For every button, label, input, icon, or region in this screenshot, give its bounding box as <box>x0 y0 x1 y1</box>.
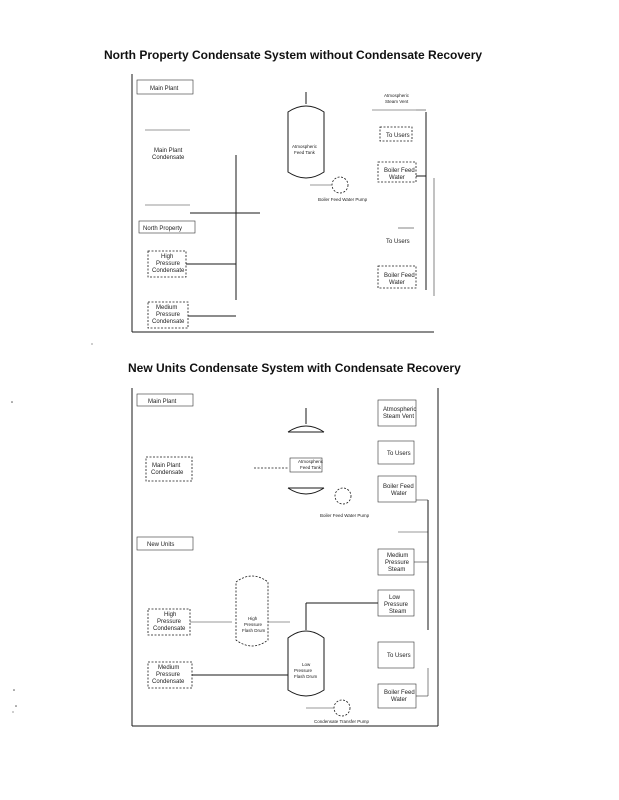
svg-text:High: High <box>161 254 173 260</box>
svg-text:Main Plant: Main Plant <box>148 399 177 405</box>
scan-artifacts <box>11 343 93 713</box>
d2-boiler-feed-water-1: Boiler Feed Water <box>377 475 417 503</box>
d1-pump: Boiler Feed Water Pump <box>310 176 368 202</box>
svg-text:To Users: To Users <box>387 653 411 659</box>
svg-text:Medium: Medium <box>156 305 177 311</box>
svg-text:Boiler Feed Water Pump: Boiler Feed Water Pump <box>320 513 370 518</box>
svg-text:To Users: To Users <box>387 451 411 457</box>
svg-text:Condensate Transfer Pump: Condensate Transfer Pump <box>314 719 370 724</box>
svg-text:Steam Vent: Steam Vent <box>383 414 414 420</box>
svg-text:High: High <box>164 612 176 618</box>
d2-high-pressure-condensate: High Pressure Condensate <box>147 608 232 636</box>
diagram1-title: North Property Condensate System without… <box>104 48 483 62</box>
svg-text:Atmospheric: Atmospheric <box>383 407 416 413</box>
svg-text:North Property: North Property <box>143 226 182 232</box>
svg-text:Boiler Feed: Boiler Feed <box>384 690 415 696</box>
svg-text:Water: Water <box>389 175 405 181</box>
d1-main-plant-condensate: Main Plant Condensate <box>145 129 260 214</box>
svg-text:Steam Vent: Steam Vent <box>385 99 409 104</box>
d2-pump-2: Condensate Transfer Pump <box>306 699 370 724</box>
svg-text:Pressure: Pressure <box>156 261 181 267</box>
svg-text:Pressure: Pressure <box>156 672 181 678</box>
d1-feed-tank: Atmospheric Feed Tank <box>287 92 325 179</box>
svg-text:High: High <box>248 616 258 621</box>
d1-boiler-feed-water-1: Boiler Feed Water <box>377 161 426 183</box>
svg-text:Condensate: Condensate <box>152 268 185 274</box>
d2-main-plant-condensate: Main Plant Condensate <box>145 456 288 482</box>
diagram1: Main Plant Main Plant Condensate North P… <box>131 74 435 333</box>
d2-main-plant-box: Main Plant <box>136 393 194 407</box>
svg-text:Pressure: Pressure <box>384 602 409 608</box>
svg-text:Steam: Steam <box>389 609 406 615</box>
svg-text:Pressure: Pressure <box>156 312 181 318</box>
svg-text:Atmospheric: Atmospheric <box>292 144 318 149</box>
svg-text:Water: Water <box>391 697 407 703</box>
svg-text:Condensate: Condensate <box>152 155 185 161</box>
d1-atmospheric-vent: Atmospheric Steam Vent <box>372 93 416 111</box>
svg-text:Atmospheric: Atmospheric <box>298 459 324 464</box>
d2-boiler-feed-water-2: Boiler Feed Water <box>377 668 429 709</box>
svg-text:Boiler Feed Water Pump: Boiler Feed Water Pump <box>318 197 368 202</box>
svg-text:Flash Drum: Flash Drum <box>294 674 318 679</box>
d2-new-units-box: New Units <box>136 536 194 551</box>
d1-main-plant-label: Main Plant <box>150 86 179 92</box>
svg-text:Boiler Feed: Boiler Feed <box>384 168 415 174</box>
svg-text:Low: Low <box>389 595 401 601</box>
svg-text:Main Plant: Main Plant <box>154 148 183 154</box>
d1-north-property-box: North Property <box>138 220 196 234</box>
d2-low-pressure-steam: Low Pressure Steam <box>305 589 415 630</box>
d1-high-pressure-condensate: High Pressure Condensate <box>147 250 236 278</box>
svg-text:Medium: Medium <box>158 665 179 671</box>
d2-feed-tank: Atmospheric Feed Tank <box>287 408 325 495</box>
svg-text:Pressure: Pressure <box>244 622 263 627</box>
svg-text:Flash Drum: Flash Drum <box>242 628 266 633</box>
svg-text:Steam: Steam <box>388 567 405 573</box>
svg-text:Main Plant: Main Plant <box>152 463 181 469</box>
d2-low-flash-drum: Low Pressure Flash Drum <box>287 630 325 697</box>
d1-main-plant-box: Main Plant <box>136 79 194 95</box>
svg-text:To Users: To Users <box>386 133 410 139</box>
svg-text:To Users: To Users <box>386 239 410 245</box>
d2-atmospheric-vent: Atmospheric Steam Vent <box>377 399 416 427</box>
svg-text:New Units: New Units <box>147 542 174 548</box>
d2-medium-pressure-condensate: Medium Pressure Condensate <box>147 661 288 689</box>
svg-text:Feed Tank: Feed Tank <box>300 465 322 470</box>
svg-text:Water: Water <box>391 491 407 497</box>
diagram2: Main Plant Main Plant Condensate New Uni… <box>131 388 439 727</box>
svg-text:Water: Water <box>389 280 405 286</box>
d2-medium-pressure-steam: Medium Pressure Steam <box>377 548 428 576</box>
svg-text:Low: Low <box>302 662 311 667</box>
svg-text:Boiler Feed: Boiler Feed <box>384 273 415 279</box>
d2-to-users-1: To Users <box>377 440 415 465</box>
svg-text:Condensate: Condensate <box>153 626 186 632</box>
svg-text:Condensate: Condensate <box>151 470 184 476</box>
svg-text:Pressure: Pressure <box>157 619 182 625</box>
svg-text:Pressure: Pressure <box>294 668 313 673</box>
svg-text:Condensate: Condensate <box>152 679 185 685</box>
d2-pump-1: Boiler Feed Water Pump <box>320 487 370 518</box>
d2-high-flash-drum: High Pressure Flash Drum <box>235 575 290 647</box>
svg-text:Boiler Feed: Boiler Feed <box>383 484 414 490</box>
svg-text:Feed Tank: Feed Tank <box>294 150 316 155</box>
svg-text:Condensate: Condensate <box>152 319 185 325</box>
svg-text:Pressure: Pressure <box>385 560 410 566</box>
svg-text:Atmospheric: Atmospheric <box>384 93 410 98</box>
d1-medium-pressure-condensate: Medium Pressure Condensate <box>147 301 236 329</box>
d2-to-users-2: To Users <box>377 641 415 669</box>
diagram2-title: New Units Condensate System with Condens… <box>128 361 461 375</box>
d1-to-users-2: To Users <box>386 227 414 245</box>
svg-text:Medium: Medium <box>387 553 408 559</box>
d1-boiler-feed-water-2: Boiler Feed Water <box>377 265 417 289</box>
d1-to-users-1: To Users <box>379 126 413 142</box>
